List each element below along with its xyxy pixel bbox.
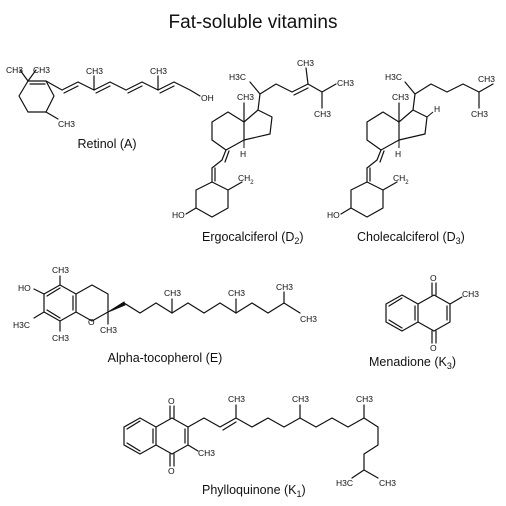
toco-ch3-label: CH3 <box>52 265 69 275</box>
cholecalciferol-caption: Cholecalciferol (D3) <box>357 230 465 246</box>
phyllo-o-label: O <box>168 396 175 406</box>
chole-ho-label: HO <box>327 210 340 220</box>
ergocalciferol-structure: CH2 HO CH3 H H3C CH3 CH3 CH3 <box>172 58 354 220</box>
ergo-ch3-label: CH3 <box>337 78 354 88</box>
ergocalciferol-caption: Ergocalciferol (D2) <box>202 230 304 246</box>
toco-ch3-label: CH3 <box>100 325 117 335</box>
toco-ho-label: HO <box>18 283 31 293</box>
tocopherol-structure: O CH3 HO H3C CH3 CH3 CH3 CH3 CH3 CH3 <box>13 265 317 343</box>
tocopherol-caption: Alpha-tocopherol (E) <box>108 351 223 365</box>
phyllo-ch3-label: CH3 <box>292 394 309 404</box>
chole-h-label: H <box>395 149 401 159</box>
menadione-o-label: O <box>430 343 437 353</box>
menadione-o-label: O <box>430 273 437 283</box>
toco-ch3-label: CH3 <box>300 314 317 324</box>
menadione-structure: O O CH3 <box>385 273 479 353</box>
ergo-ch3-label: CH3 <box>297 58 314 68</box>
ergo-ho-label: HO <box>172 210 185 220</box>
phyllo-o-label: O <box>168 466 175 476</box>
phylloquinone-structure: O O CH3 CH3 CH3 CH3 H3C CH3 <box>123 394 396 488</box>
menadione-ch3-label: CH3 <box>462 289 479 299</box>
figure-title: Fat-soluble vitamins <box>169 12 338 33</box>
toco-ch3-label: CH3 <box>276 282 293 292</box>
phylloquinone-caption: Phylloquinone (K1) <box>202 483 306 499</box>
toco-o-label: O <box>88 317 95 327</box>
menadione-caption: Menadione (K3) <box>369 355 456 371</box>
ergo-ch3-label: CH3 <box>237 92 254 102</box>
ergo-h3c-label: H3C <box>229 72 246 82</box>
chole-ch3-label: CH3 <box>471 109 488 119</box>
retinol-structure: CH3 CH3 CH3 CH3 CH3 OH <box>6 65 214 129</box>
retinol-caption: Retinol (A) <box>77 137 136 151</box>
toco-h3c-label: H3C <box>13 320 30 330</box>
phyllo-ch3-label: CH3 <box>379 478 396 488</box>
retinol-oh-label: OH <box>201 93 214 103</box>
ergo-h-label: H <box>240 149 246 159</box>
chole-ch2-label: CH2 <box>393 173 409 186</box>
cholecalciferol-structure: CH2 HO CH3 H H H3C CH3 CH3 <box>327 72 495 220</box>
chole-ch3-label: CH3 <box>478 74 495 84</box>
phyllo-ch3-label: CH3 <box>198 448 215 458</box>
chole-ch3-label: CH3 <box>392 92 409 102</box>
toco-ch3-label: CH3 <box>228 288 245 298</box>
toco-ch3-label: CH3 <box>52 333 69 343</box>
retinol-ch3-label: CH3 <box>33 65 50 75</box>
retinol-ch3-label: CH3 <box>58 119 75 129</box>
chole-h-label: H <box>434 104 440 114</box>
toco-ch3-label: CH3 <box>164 288 181 298</box>
chole-h3c-label: H3C <box>385 72 402 82</box>
ergo-ch2-label: CH2 <box>238 173 254 186</box>
retinol-ch3-label: CH3 <box>86 66 103 76</box>
phyllo-h3c-label: H3C <box>336 478 353 488</box>
phyllo-ch3-label: CH3 <box>356 394 373 404</box>
retinol-ch3-label: CH3 <box>6 65 23 75</box>
phyllo-ch3-label: CH3 <box>228 394 245 404</box>
retinol-ch3-label: CH3 <box>150 66 167 76</box>
ergo-ch3-label: CH3 <box>314 109 331 119</box>
